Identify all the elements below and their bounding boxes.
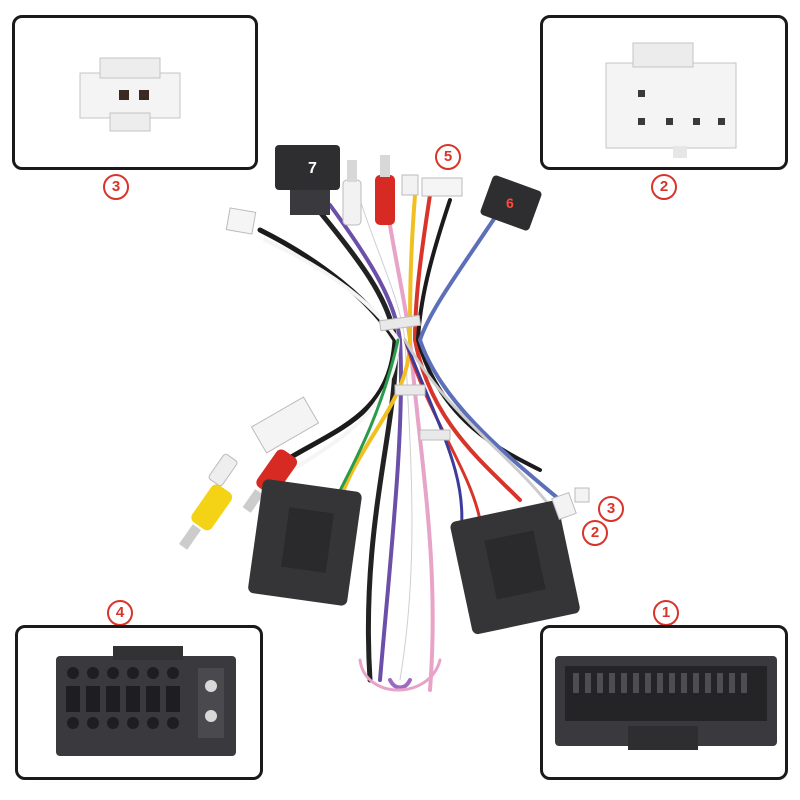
connector-6 xyxy=(480,175,542,231)
rca-yellow xyxy=(179,484,233,550)
white-2pin-plug-icon xyxy=(79,57,181,132)
rca-white xyxy=(342,160,362,226)
connector-6-label: 6 xyxy=(506,195,514,211)
white-8pin-plug-icon xyxy=(605,42,737,158)
inset-connector-1 xyxy=(540,625,788,780)
connector-large-right xyxy=(450,500,580,635)
connector-7-label: 7 xyxy=(308,160,317,177)
callout-3-top-left: 3 xyxy=(103,174,129,200)
black-multipin-connector-icon xyxy=(555,656,777,750)
inset-connector-3 xyxy=(12,15,258,170)
callout-5: 5 xyxy=(435,144,461,170)
rca-red-top xyxy=(375,155,395,225)
connector-large-left xyxy=(248,479,362,606)
callout-2-top-right: 2 xyxy=(651,174,677,200)
callout-1: 1 xyxy=(653,600,679,626)
inset-connector-4 xyxy=(15,625,263,780)
callout-4: 4 xyxy=(107,600,133,626)
connector-7 xyxy=(275,145,340,215)
callout-2-side: 2 xyxy=(582,520,608,546)
callout-3-side: 3 xyxy=(598,496,624,522)
wire-bundle xyxy=(257,193,562,692)
inset-connector-2 xyxy=(540,15,788,170)
black-16pin-connector-icon xyxy=(56,646,236,756)
